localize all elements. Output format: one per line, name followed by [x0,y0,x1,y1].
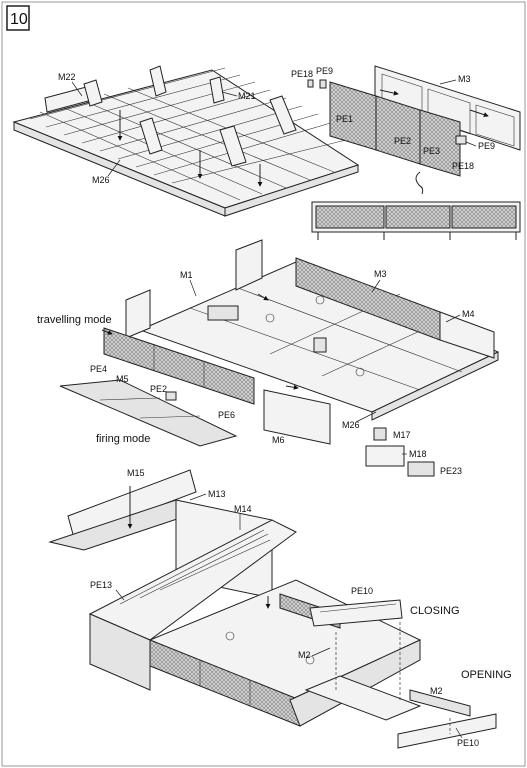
platform-assembly [125,239,500,421]
label-m13: M13 [208,489,226,499]
label-m3-top: M3 [458,74,471,84]
label-pe2-mid: PE2 [150,384,167,394]
label-m18: M18 [409,449,427,459]
label-firing-mode: firing mode [96,433,150,445]
label-m6: M6 [272,435,285,445]
label-pe3: PE3 [423,146,440,156]
label-m5: M5 [116,374,129,384]
top-frame-assembly [12,65,360,217]
mesh-side-panel [59,327,331,447]
bottom-assembly [48,469,497,749]
label-m2-a: M2 [298,650,311,660]
label-pe4: PE4 [90,364,107,374]
label-m21: M21 [238,91,256,101]
label-m4: M4 [462,309,475,319]
label-closing: CLOSING [410,605,460,617]
step-number-box: 10 [6,5,30,31]
label-pe13: PE13 [90,580,112,590]
label-pe18-a: PE18 [291,69,313,79]
label-pe10-b: PE10 [457,738,479,748]
label-m2-b: M2 [430,686,443,696]
label-pe9-a: PE9 [316,66,333,76]
label-pe23: PE23 [440,466,462,476]
label-m17: M17 [393,430,411,440]
label-m14: M14 [234,504,252,514]
label-m15: M15 [127,468,145,478]
label-pe10-a: PE10 [351,586,373,596]
label-pe9-b: PE9 [478,141,495,151]
label-opening: OPENING [461,669,512,681]
label-pe6: PE6 [218,410,235,420]
label-travelling-mode: travelling mode [37,314,112,326]
label-pe1: PE1 [336,114,353,124]
label-m22: M22 [58,72,76,82]
step-number: 10 [10,11,28,28]
label-pe18-b: PE18 [452,161,474,171]
label-pe2: PE2 [394,136,411,146]
label-m3-mid: M3 [374,269,387,279]
assembled-rail-detail [311,201,521,240]
label-m26-mid: M26 [342,420,360,430]
small-fittings [365,427,435,477]
label-m26-top: M26 [92,175,110,185]
side-rail-assembly [329,65,521,195]
label-m1: M1 [180,270,193,280]
